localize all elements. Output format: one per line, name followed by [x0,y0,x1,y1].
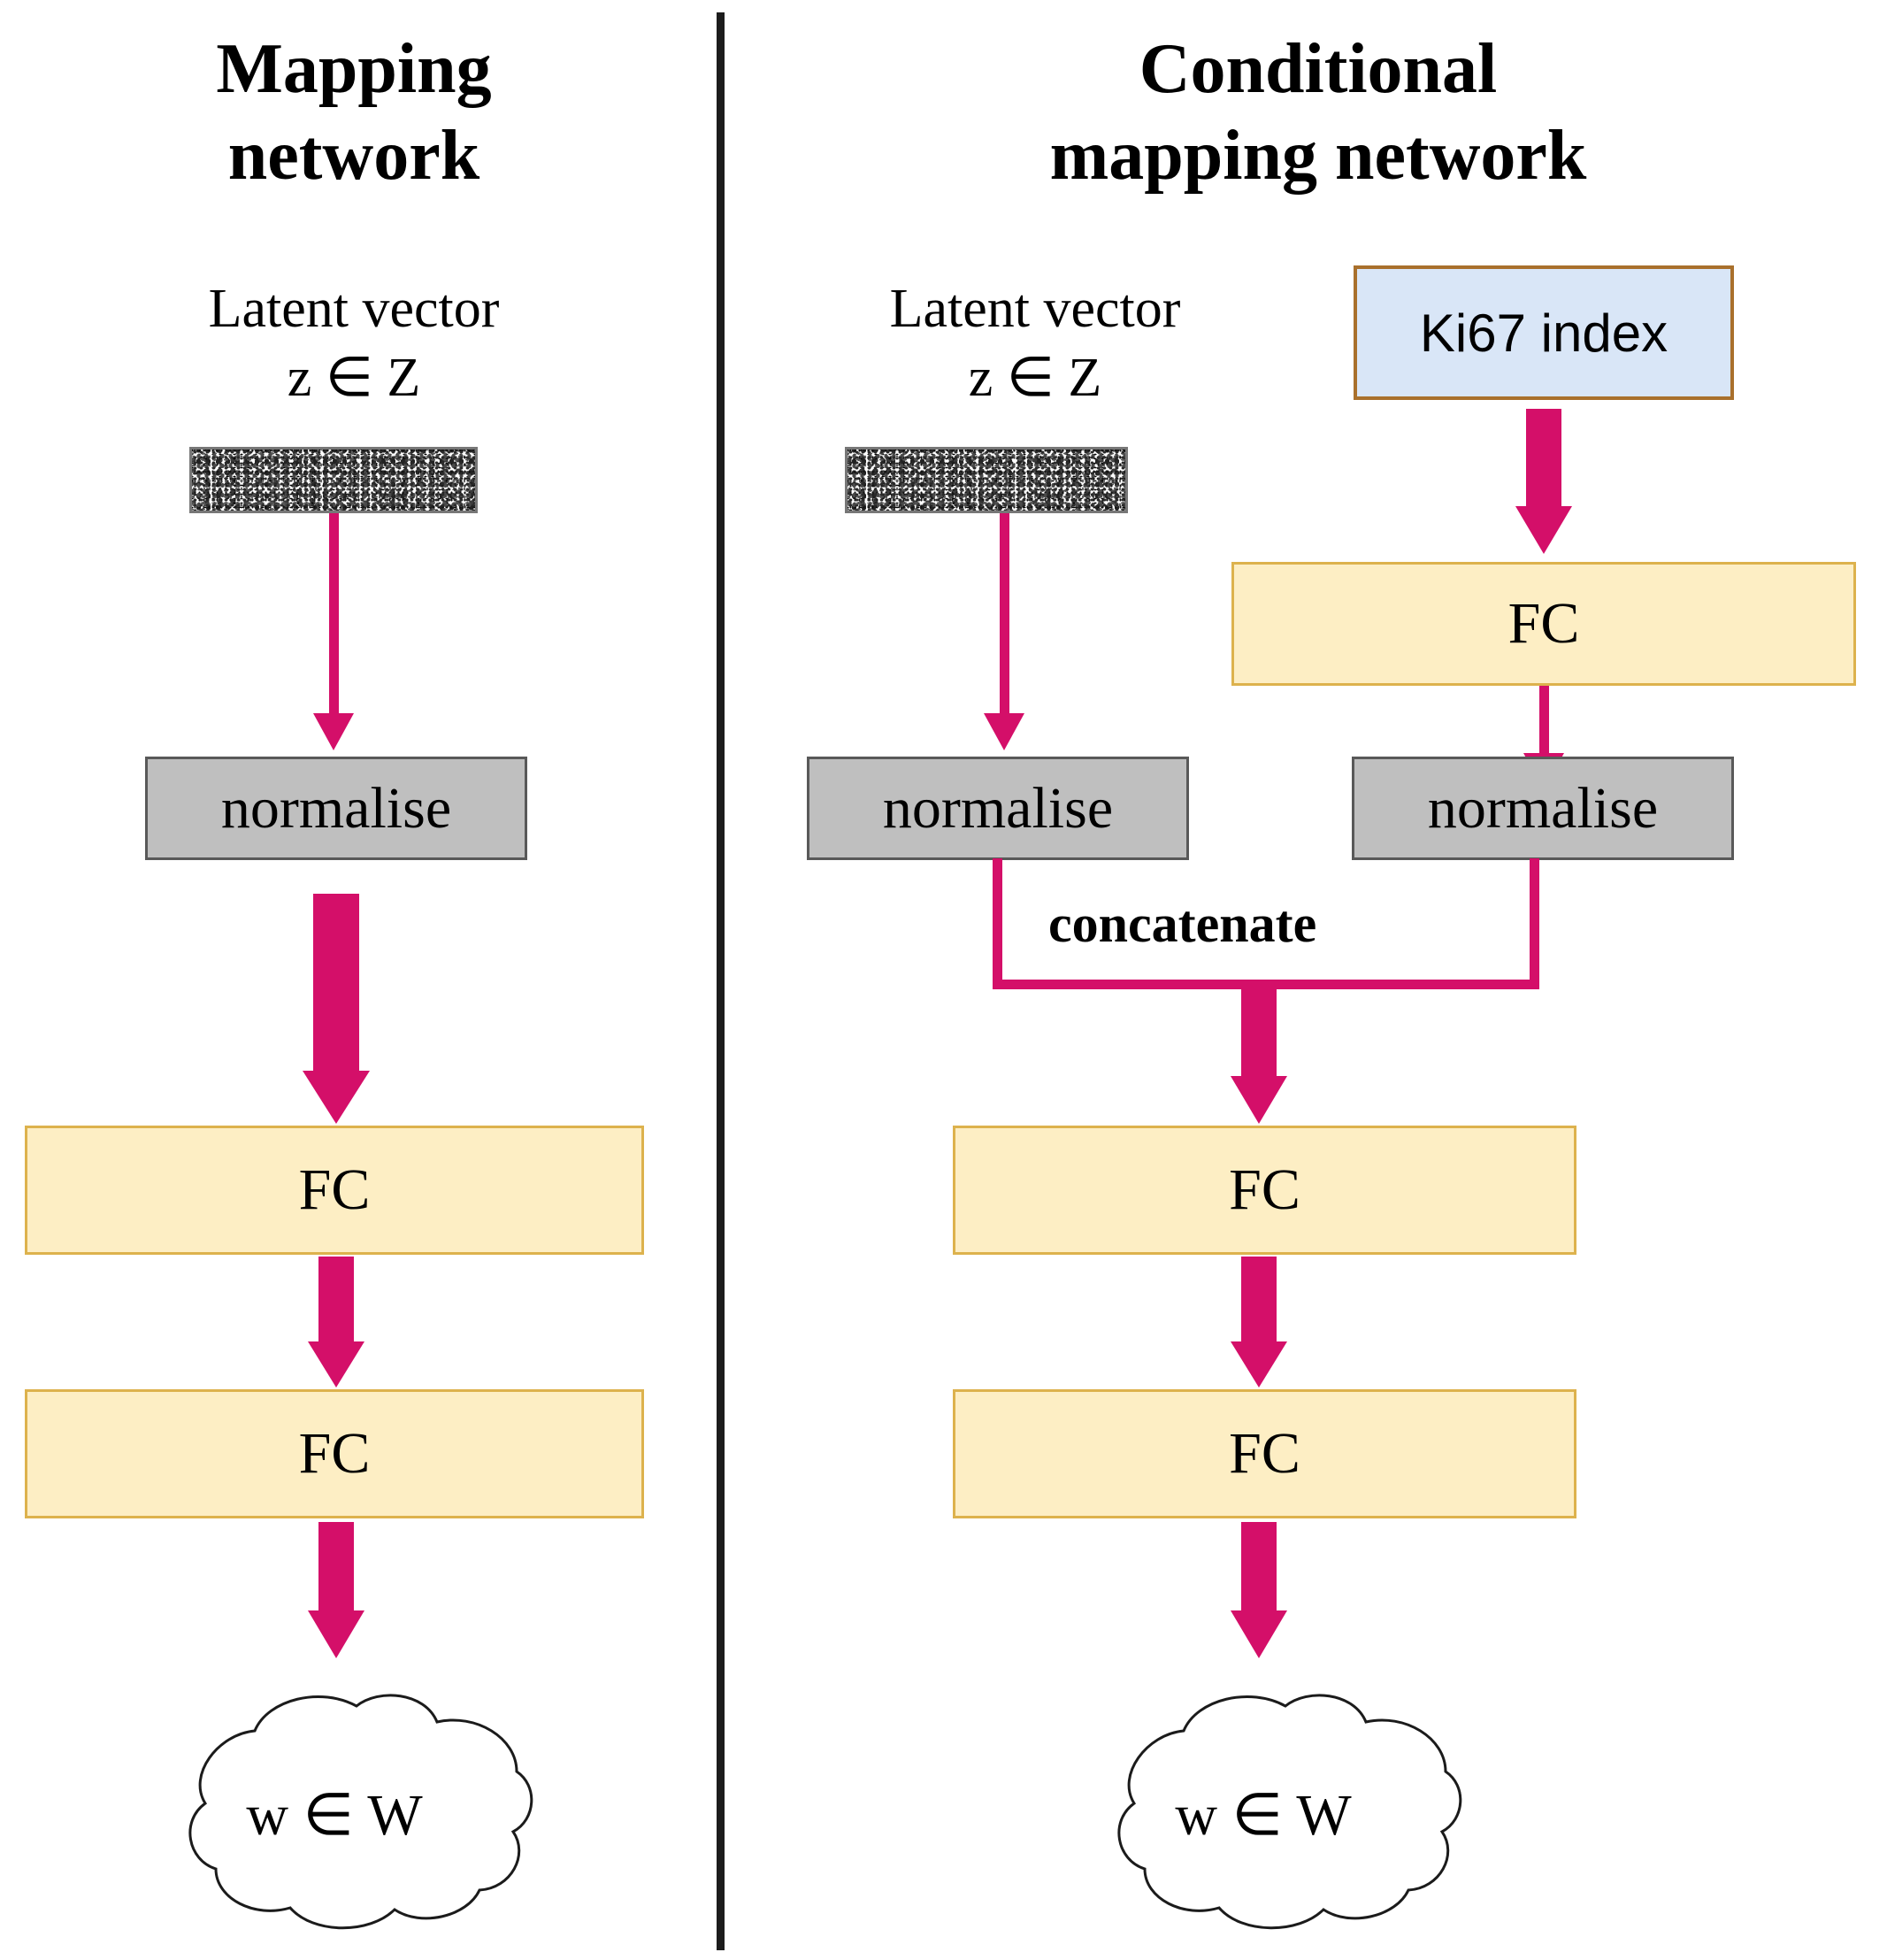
arrow-noise-to-normalise-left [329,513,339,713]
concatenate-label: concatenate [1048,895,1317,953]
fc-box-1-right: FC [953,1126,1576,1255]
page-title-conditional-mapping-network: Conditional mapping network [1049,30,1587,195]
latent-noise-box-right [845,447,1128,513]
fc-label-2-right: FC [1229,1421,1300,1486]
fc-box-1-left: FC [25,1126,644,1255]
output-cloud-left: w ∈ W [113,1672,556,1942]
arrow-noise-to-normalise-right [1000,513,1009,713]
fc-label-2-left: FC [298,1421,371,1486]
latent-vector-caption-left: Latent vector z ∈ Z [208,279,500,409]
arrowhead-noise-to-normalise-right [984,713,1024,750]
normalise-label-left: normalise [220,775,452,841]
fc-label-1-left: FC [298,1157,371,1222]
arrow-fc2-to-output-right [1202,1522,1316,1664]
output-cloud-label-right: w ∈ W [1175,1783,1352,1848]
arrow-fc2-to-output-left [280,1522,393,1664]
fc-label-1-right: FC [1229,1157,1300,1222]
ki67-index-input-box[interactable]: Ki67 index [1354,265,1734,400]
arrow-ki67-to-fc-cond [1487,409,1600,559]
fc-box-conditional: FC [1231,562,1856,686]
arrow-fccond-to-normalise-cond [1539,686,1549,753]
fc-label-conditional: FC [1507,591,1580,656]
ki67-index-label: Ki67 index [1419,303,1668,363]
fc-box-2-right: FC [953,1389,1576,1518]
arrowhead-noise-to-normalise-left [313,713,354,750]
arrow-fc1-to-fc2-left [280,1257,393,1389]
latent-noise-box-left [189,447,478,513]
arrow-concat-to-fc1-right [1202,989,1316,1124]
normalise-label-conditional-right: normalise [1427,775,1659,841]
arrow-fc1-to-fc2-right [1202,1257,1316,1389]
cloud-shape-right [1117,1694,1462,1930]
concat-horizontal-bar [993,980,1539,989]
normalise-box-latent-right: normalise [807,757,1189,860]
page-title-mapping-network: Mapping network [216,30,492,195]
normalise-label-latent-right: normalise [882,775,1114,841]
normalise-box-left: normalise [145,757,527,860]
concat-drop-left [993,858,1002,989]
fc-box-2-left: FC [25,1389,644,1518]
output-cloud-right: w ∈ W [1042,1672,1484,1942]
cloud-shape-left [188,1694,533,1930]
arrow-normalise-to-fc1-left [280,894,393,1124]
normalise-box-conditional-right: normalise [1352,757,1734,860]
latent-vector-caption-right: Latent vector z ∈ Z [889,279,1181,409]
output-cloud-label-left: w ∈ W [246,1783,423,1848]
panel-divider [717,12,725,1950]
concat-drop-right [1530,858,1539,989]
